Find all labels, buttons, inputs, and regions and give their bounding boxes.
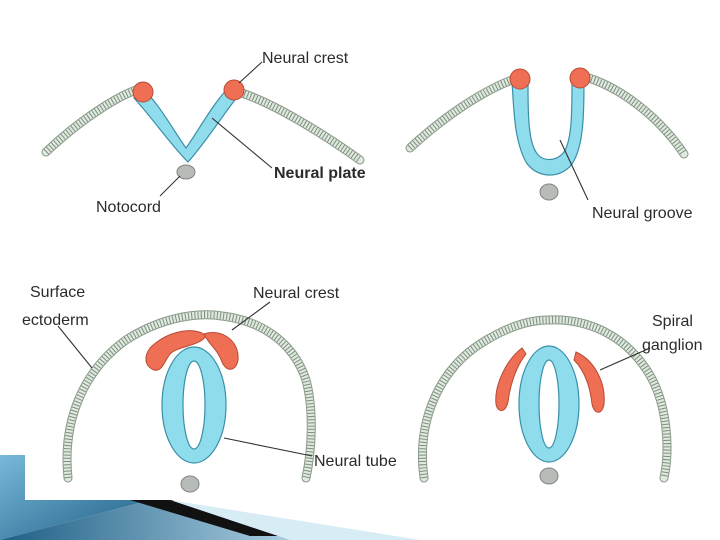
notochord xyxy=(180,475,200,493)
spiral-ganglion-cell xyxy=(495,347,527,411)
panel-neural-groove: Neural groove xyxy=(405,67,693,222)
leader-surface-ectoderm xyxy=(57,325,93,369)
notochord xyxy=(539,183,559,201)
corner-shape-light xyxy=(170,500,420,540)
corner-shape-dark xyxy=(0,455,150,540)
leader-spiral-ganglion xyxy=(599,347,651,371)
surface-ectoderm-layer xyxy=(405,71,689,159)
neural-crest-cell xyxy=(203,332,239,370)
panel-neural-tube: Surface ectoderm Neural crest Neural tub… xyxy=(22,284,397,493)
neural-crest-cell xyxy=(145,330,207,371)
notochord xyxy=(176,164,196,180)
leader-neural-crest xyxy=(231,301,271,331)
panel-spiral-ganglion: Spiral ganglion xyxy=(418,313,703,485)
label-notocord: Notocord xyxy=(96,199,161,216)
neural-tube-lumen xyxy=(182,360,206,450)
label-ectoderm: ectoderm xyxy=(22,312,89,329)
label-neural-groove: Neural groove xyxy=(592,205,693,222)
label-neural-plate: Neural plate xyxy=(274,165,366,182)
slide-corner-decoration xyxy=(0,455,420,540)
corner-shape-black-stripe xyxy=(130,500,290,536)
leader-neural-crest xyxy=(238,61,263,84)
panel-neural-plate: Neural crest Neural plate Notocord xyxy=(41,50,366,216)
neural-crest-cell xyxy=(569,67,591,89)
surface-ectoderm-layer xyxy=(418,315,672,483)
neural-crest-cell xyxy=(223,79,245,101)
leader-neural-groove xyxy=(559,139,589,201)
surface-ectoderm-layer xyxy=(62,310,316,483)
label-ganglion: ganglion xyxy=(642,337,703,354)
neural-tube-lumen xyxy=(538,359,560,449)
neural-groove-shape xyxy=(511,79,585,176)
notochord xyxy=(539,467,559,485)
label-neural-crest: Neural crest xyxy=(262,50,349,67)
neural-crest-cell xyxy=(132,81,154,103)
label-neural-crest: Neural crest xyxy=(253,285,340,302)
label-surface: Surface xyxy=(30,284,85,301)
leader-neural-tube xyxy=(223,437,313,457)
label-spiral: Spiral xyxy=(652,313,693,330)
neural-crest-cell xyxy=(509,68,531,90)
label-neural-tube: Neural tube xyxy=(314,453,397,470)
spiral-ganglion-cell xyxy=(573,351,605,413)
leader-neural-plate xyxy=(211,117,273,169)
leader-notocord xyxy=(159,175,181,197)
